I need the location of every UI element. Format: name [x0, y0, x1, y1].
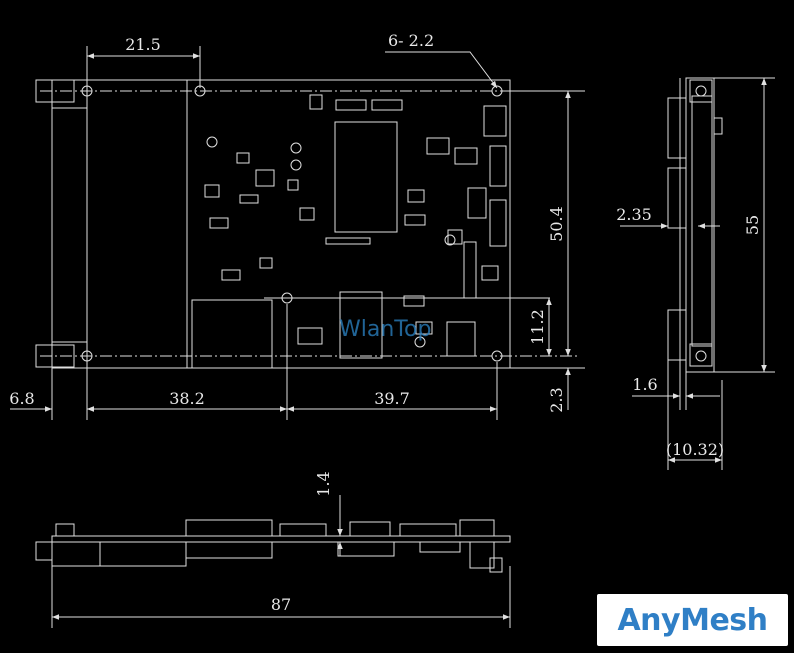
- dim-height-sub: 11.2: [528, 309, 547, 345]
- watermark-text: WlanTop: [339, 317, 431, 342]
- dim-height-main: 50.4: [547, 206, 566, 242]
- mount-hole: [491, 350, 503, 362]
- dim-front-offset: 1.4: [314, 471, 333, 496]
- dim-front-length: 87: [271, 595, 291, 614]
- connector: [483, 105, 507, 137]
- top-view-dimensions: [10, 46, 585, 420]
- connector: [467, 187, 487, 219]
- chip-small: [446, 321, 476, 357]
- dim-span-left: 38.2: [169, 389, 205, 408]
- dim-top-width: 21.5: [125, 35, 161, 54]
- side-view: [620, 77, 775, 470]
- left-tab-bottom: [35, 344, 75, 368]
- mount-hole: [81, 350, 93, 362]
- brand-logo: AnyMesh: [597, 594, 788, 646]
- side-body: [685, 77, 715, 373]
- emmc-module: [191, 299, 273, 369]
- connector: [489, 145, 507, 187]
- left-module: [86, 79, 188, 369]
- top-view: [35, 79, 580, 369]
- pcb-outline: [51, 79, 511, 369]
- dim-side-total: (10.32): [666, 440, 724, 459]
- dim-side-thick: 2.35: [616, 205, 652, 224]
- soc-chip: [334, 121, 398, 233]
- dim-left-offset: 6.8: [9, 389, 34, 408]
- dim-span-right: 39.7: [374, 389, 410, 408]
- components: [204, 94, 499, 348]
- radio-module: [339, 291, 383, 359]
- dim-side-board: 1.6: [632, 375, 657, 394]
- dim-side-height: 55: [743, 215, 762, 235]
- dim-hole-callout: 6- 2.2: [388, 31, 434, 50]
- logo-text: AnyMesh: [617, 602, 768, 638]
- left-tab-top: [35, 79, 75, 103]
- front-view: [35, 495, 511, 628]
- front-pcb: [51, 535, 511, 543]
- left-bracket: [51, 107, 88, 343]
- mount-hole: [491, 85, 503, 97]
- connector: [489, 199, 507, 247]
- dim-bottom-gap: 2.3: [547, 387, 566, 412]
